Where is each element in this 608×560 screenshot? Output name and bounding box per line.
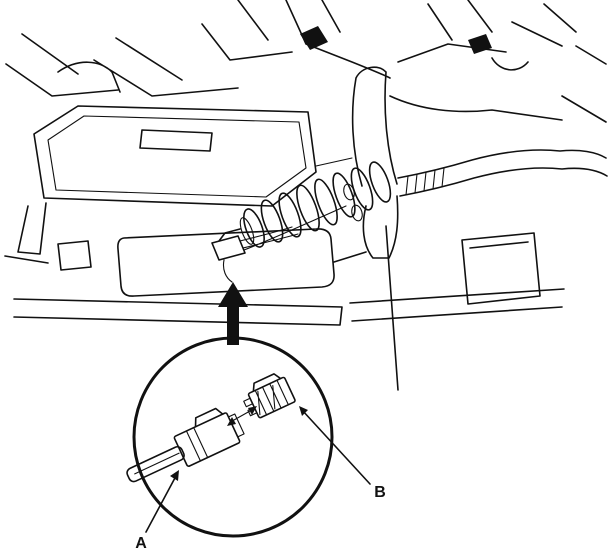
disconnect-arrow [227,406,257,426]
disconnect-arrow-line [233,410,251,421]
panel-outer-edge [33,105,317,207]
panel-connector-line [315,157,353,167]
boot-rib [350,167,374,211]
structure-fill-center [300,26,328,50]
leader-line-a [145,475,177,533]
label-b-group: B [299,406,386,501]
connector-a-illustration [126,407,245,483]
boot-rib [243,208,265,248]
label-a: A [135,535,147,552]
cable-outline [397,149,608,197]
right-bracket [461,232,541,305]
floor-lines [13,288,565,326]
structure-lines-top-right [389,0,607,123]
magnifier-circle [132,336,334,538]
connector-wires [222,205,347,283]
leader-line-b [301,409,371,485]
bracket-pillar [333,66,399,263]
boot-rib [296,184,320,232]
steering-boot [239,161,392,248]
boot-rib [260,199,284,243]
connector-a-latch [194,407,224,428]
connector-a-blade [126,445,185,483]
structure-fill-right [468,34,492,54]
left-support [4,202,92,271]
connector-in-situ-body [211,228,246,261]
up-arrow [218,282,248,345]
bolt-hole [343,183,355,201]
label-b: B [374,484,386,501]
pointer-line [385,225,399,391]
pillar-outline [333,66,399,263]
disconnect-arrow-head-a [227,417,236,426]
structure-lines-top-left [5,33,239,97]
up-arrow-stem [227,305,239,345]
boot-rib [314,178,338,226]
connector-b-illustration [243,373,296,419]
boot-rib [368,161,392,203]
leader-arrowhead-a [170,470,179,481]
label-a-group: A [135,470,179,552]
bolt-hole [351,204,363,222]
boot-rib [332,172,356,218]
connector-a-body-lines [185,427,209,462]
connector-in-situ [211,205,347,283]
cable-corrugation [405,167,445,196]
harness-cable [397,149,608,197]
under-dash-panel [33,105,353,207]
connector-b-latch [252,373,282,393]
boot-end-cap [239,217,255,245]
up-arrow-head [218,282,248,307]
disconnect-arrow-head-b [248,406,257,415]
connector-b-body [247,376,296,419]
panel-opening [117,228,335,297]
connector-b-pin [243,397,254,408]
boot-rib [278,192,302,238]
panel-slot [139,129,213,152]
connector-a-blade-line [134,452,180,475]
leader-arrowhead-b [299,406,308,416]
connector-a-terminal-end [227,413,245,438]
connector-b-hatch [254,379,289,416]
structure-lines-top-center [201,0,391,79]
underbody-structure [5,0,607,123]
panel-inner-edge [47,115,307,198]
